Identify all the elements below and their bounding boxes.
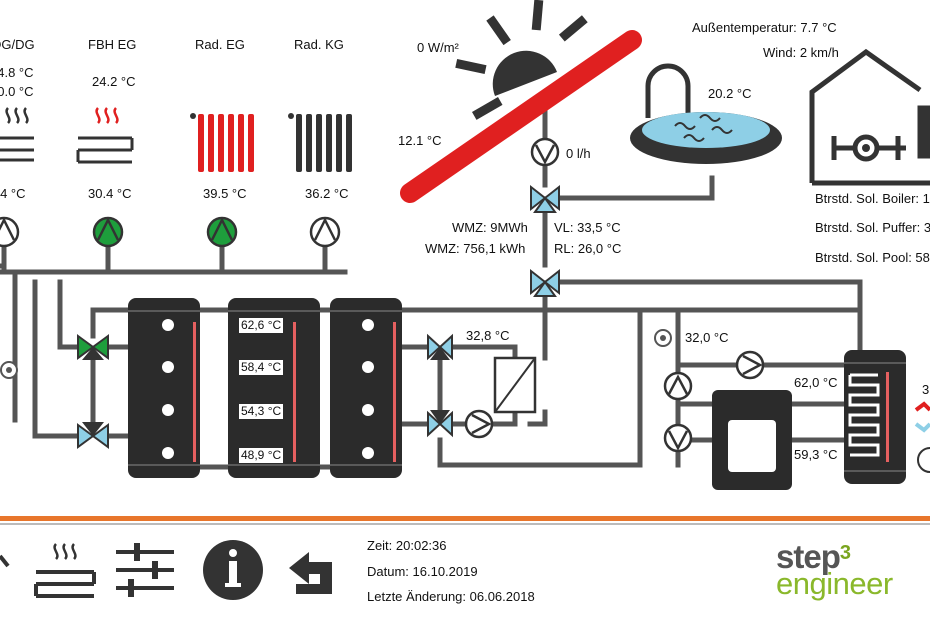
- hot-water-tank: [844, 350, 930, 484]
- hours-buffer: Btrstd. Sol. Puffer: 3: [815, 220, 930, 235]
- circuit-fbh-eg-temp-pump: 30.4 °C: [88, 186, 132, 201]
- pump-dg: [0, 216, 20, 248]
- hours-pool: Btrstd. Sol. Pool: 58: [815, 250, 930, 265]
- buffer-tank-1: [128, 298, 200, 478]
- floor-heating-icon: [0, 107, 34, 162]
- mixing-valve-exchanger-bottom: [427, 410, 453, 438]
- back-arrow-icon: [289, 552, 332, 594]
- mixing-valve-lower-left: [77, 422, 109, 449]
- solar-valve-upper: [530, 184, 560, 213]
- circuit-dg-temp-flow-value: 24.8 °C: [0, 65, 34, 80]
- pump-rad-eg: [206, 216, 238, 248]
- floor-heating-eg-icon: [76, 107, 134, 164]
- sensor-left: [0, 361, 18, 379]
- circuit-dg-temp-return-value: 20.0 °C: [0, 84, 34, 99]
- pump-solar: [530, 137, 560, 167]
- heat-exchanger: [493, 356, 537, 414]
- wind-speed: Wind: 2 km/h: [763, 45, 839, 60]
- footer-last-change: Letzte Änderung: 06.06.2018: [367, 589, 535, 604]
- pool-icon: [630, 63, 782, 164]
- info-icon: [203, 540, 263, 600]
- storage-temp-4: 48,9 °C: [239, 448, 284, 463]
- pump-rad-kg: [309, 216, 341, 248]
- buffer-tank-2: [228, 298, 320, 478]
- sensor-boiler: [654, 329, 672, 347]
- circuit-rad-kg-name: Rad. KG: [294, 37, 344, 52]
- logo-step: step3: [776, 538, 851, 575]
- boiler-circuit-temp: 32,0 °C: [685, 330, 729, 345]
- pump-hot-water: [735, 350, 765, 380]
- solar-collector: [400, 30, 642, 203]
- mixing-valve-green: [77, 334, 109, 360]
- circuit-rad-eg-name: Rad. EG: [195, 37, 245, 52]
- info-button[interactable]: [200, 538, 266, 602]
- solar-valve-lower: [530, 268, 560, 297]
- circuit-rad-kg-temp-pump: 36.2 °C: [305, 186, 349, 201]
- solar-collector-temp: 12.1 °C: [398, 133, 442, 148]
- floor-heating-nav-button[interactable]: [30, 538, 100, 602]
- boiler-edge-value: 3: [922, 382, 930, 397]
- storage-temp-3: 54,3 °C: [239, 404, 284, 419]
- outside-temp: Außentemperatur: 7.7 °C: [692, 20, 837, 35]
- circuit-rad-eg-temp-pump: 39.5 °C: [203, 186, 247, 201]
- hours-boiler: Btrstd. Sol. Boiler: 1: [815, 191, 930, 206]
- mixing-valve-exchanger-top: [427, 333, 453, 361]
- logo-step-sup: 3: [839, 542, 851, 564]
- radiator-eg-icon: [190, 113, 254, 172]
- back-button[interactable]: [284, 538, 338, 602]
- pump-fbh-eg: [92, 216, 124, 248]
- pump-boiler-1: [663, 371, 693, 401]
- storage-temp-1: 62,6 °C: [239, 318, 284, 333]
- circuit-fbh-eg-temp-flow: 24.2 °C: [92, 74, 136, 89]
- boiler-heat-marker: [914, 401, 930, 433]
- exchanger-temp: 32,8 °C: [466, 328, 510, 343]
- boiler-top-temp: 62,0 °C: [794, 375, 838, 390]
- pool-temp: 20.2 °C: [708, 86, 752, 101]
- settings-button[interactable]: [112, 538, 178, 602]
- radiator-kg-icon: [288, 113, 352, 172]
- circuit-dg-name: DG/DG: [0, 37, 35, 52]
- storage-temp-2: 58,4 °C: [239, 360, 284, 375]
- buffer-tank-3: [330, 298, 402, 478]
- footer-accent-bar: [0, 516, 930, 521]
- solar-flow-rate: 0 l/h: [566, 146, 591, 161]
- boiler-bottom-temp: 59,3 °C: [794, 447, 838, 462]
- footer-floor-heating-icon: [34, 543, 96, 598]
- circuit-fbh-eg-name: FBH EG: [88, 37, 137, 52]
- sun-icon: [455, 0, 588, 120]
- circuit-dg-temp-pump-value: 24.4 °C: [0, 186, 26, 201]
- wmz-power: WMZ: 756,1 kWh: [425, 241, 526, 256]
- footer-time: Zeit: 20:02:36: [367, 538, 447, 553]
- footer-arrow-partial: [0, 554, 10, 568]
- solar-rl: RL: 26,0 °C: [554, 241, 622, 256]
- pump-boiler-2: [663, 423, 693, 453]
- settings-sliders-icon: [116, 543, 174, 597]
- boiler-unit: [712, 390, 792, 490]
- logo-step-text: step: [776, 538, 841, 575]
- pump-exchanger: [464, 409, 494, 439]
- house-icon: [809, 48, 930, 186]
- solar-vl: VL: 33,5 °C: [554, 220, 621, 235]
- footer-divider: [0, 523, 930, 525]
- footer-date: Datum: 16.10.2019: [367, 564, 478, 579]
- logo-engineer: engineer: [776, 566, 893, 601]
- solar-irradiance: 0 W/m²: [417, 40, 459, 55]
- wmz-energy: WMZ: 9MWh: [452, 220, 528, 235]
